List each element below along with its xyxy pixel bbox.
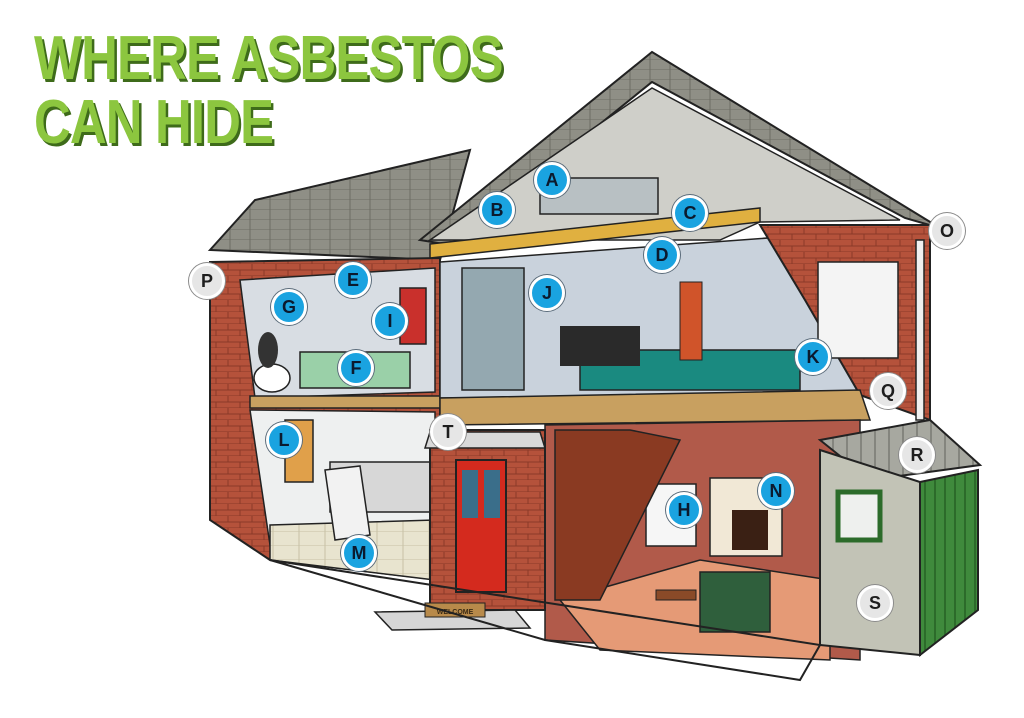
doormat-text: WELCOME xyxy=(437,609,474,616)
marker-e[interactable]: E xyxy=(335,262,371,298)
shed xyxy=(817,418,983,658)
marker-b[interactable]: B xyxy=(479,192,515,228)
marker-a[interactable]: A xyxy=(534,162,570,198)
drainpipe xyxy=(915,239,925,421)
marker-n[interactable]: N xyxy=(758,473,794,509)
front-door-glass-right xyxy=(484,470,500,518)
marker-r[interactable]: R xyxy=(899,437,935,473)
marker-p[interactable]: P xyxy=(189,263,225,299)
armchair xyxy=(699,571,771,633)
toilet-lid xyxy=(258,332,278,368)
side-table xyxy=(655,589,697,601)
marker-k[interactable]: K xyxy=(795,339,831,375)
cement-board xyxy=(324,465,371,541)
shed-side-wall xyxy=(919,468,979,658)
staircase xyxy=(554,429,682,601)
marker-i[interactable]: I xyxy=(372,303,408,339)
marker-q[interactable]: Q xyxy=(870,373,906,409)
marker-o[interactable]: O xyxy=(929,213,965,249)
base-outline xyxy=(269,559,822,682)
marker-h[interactable]: H xyxy=(666,492,702,528)
marker-d[interactable]: D xyxy=(644,237,680,273)
marker-t[interactable]: T xyxy=(430,414,466,450)
headboard xyxy=(560,326,640,366)
title-line-1: WHERE ASBESTOS xyxy=(34,24,504,93)
marker-f[interactable]: F xyxy=(338,350,374,386)
bedroom-door xyxy=(461,267,525,391)
upper-floor-slab-left xyxy=(249,395,441,409)
main-house: WELCOME xyxy=(373,50,941,661)
left-roof xyxy=(207,148,472,262)
marker-c[interactable]: C xyxy=(672,195,708,231)
marker-s[interactable]: S xyxy=(857,585,893,621)
fireplace-opening xyxy=(732,510,768,550)
marker-m[interactable]: M xyxy=(341,535,377,571)
doormat xyxy=(424,602,486,618)
front-door-glass-left xyxy=(462,470,478,518)
marker-g[interactable]: G xyxy=(271,289,307,325)
toilet xyxy=(253,363,291,393)
shed-window xyxy=(835,489,883,543)
shed-front-wall xyxy=(819,448,921,657)
title-line-2: CAN HIDE xyxy=(34,88,274,157)
bedroom-window xyxy=(817,261,899,359)
marker-l[interactable]: L xyxy=(266,422,302,458)
bedroom-curtain xyxy=(679,281,703,361)
marker-j[interactable]: J xyxy=(529,275,565,311)
